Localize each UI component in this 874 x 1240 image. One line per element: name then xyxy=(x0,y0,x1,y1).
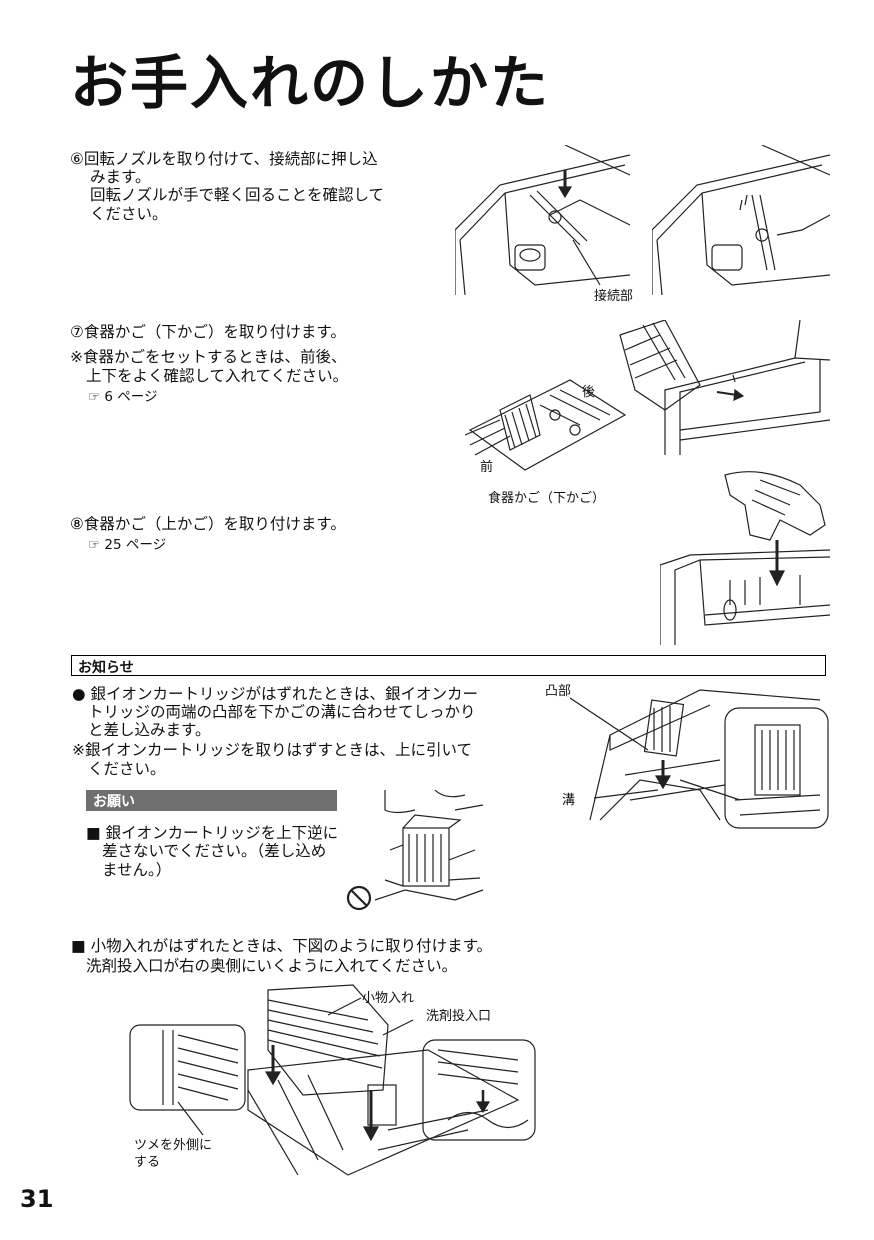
step7-note-line-2: 上下をよく確認して入れてください。 xyxy=(86,367,349,385)
notice-title: お知らせ xyxy=(78,660,134,676)
small-case-line-2: 洗剤投入口が右の奥側にいくように入れてください。 xyxy=(86,957,458,975)
request-header: お願い xyxy=(86,790,337,811)
step8-reference: ☞ 25 ページ xyxy=(88,537,167,553)
label-groove: 溝 xyxy=(562,793,576,808)
label-detergent-inlet: 洗剤投入口 xyxy=(426,1009,492,1024)
nozzle-illustration-1 xyxy=(455,145,630,295)
notice-bullet-line-1: ● 銀イオンカートリッジがはずれたときは、銀イオンカー xyxy=(72,685,478,703)
step7-reference: ☞ 6 ページ xyxy=(88,389,158,405)
label-small-case: 小物入れ xyxy=(362,991,415,1006)
small-case-line-1: ■ 小物入れがはずれたときは、下図のように取り付けます。 xyxy=(71,937,493,955)
request-line-1: ■ 銀イオンカートリッジを上下逆に xyxy=(86,824,339,842)
notice-note-line-2: ください。 xyxy=(88,760,166,778)
request-title: お願い xyxy=(93,794,135,810)
label-claw-line-1: ツメを外側に xyxy=(134,1138,213,1153)
small-case-illustration xyxy=(129,984,536,1176)
request-line-3: ません。） xyxy=(102,861,172,879)
step6-line-4: ください。 xyxy=(90,205,168,223)
upper-basket-illustration xyxy=(660,471,830,645)
step6-line-2: みます。 xyxy=(90,168,151,186)
step7-heading: ⑦食器かご（下かご）を取り付けます。 xyxy=(70,323,346,341)
step7-note-line-1: ※食器かごをセットするときは、前後、 xyxy=(70,348,347,366)
label-connection: 接続部 xyxy=(594,289,634,304)
lower-basket-insert-illustration xyxy=(619,320,830,455)
step6-line-3: 回転ノズルが手で軽く回ることを確認して xyxy=(90,186,385,204)
notice-header: お知らせ xyxy=(71,655,826,676)
lower-basket-illustration xyxy=(464,379,627,471)
label-back: 後 xyxy=(582,385,596,400)
notice-bullet-line-2: トリッジの両端の凸部を下かごの溝に合わせてしっかり xyxy=(88,703,476,721)
nozzle-illustration-2 xyxy=(652,145,830,295)
notice-bullet-line-3: と差し込みます。 xyxy=(88,721,211,739)
notice-note-line-1: ※銀イオンカートリッジを取りはずすときは、上に引いて xyxy=(72,741,473,759)
label-front: 前 xyxy=(480,460,494,475)
request-line-2: 差さないでください。（差し込め xyxy=(102,842,327,860)
page-number: 31 xyxy=(20,1185,54,1213)
label-protrusion: 凸部 xyxy=(545,684,572,699)
page-title: お手入れのしかた xyxy=(70,49,551,117)
prohibited-cartridge-illustration xyxy=(346,790,484,911)
step8-heading: ⑧食器かご（上かご）を取り付けます。 xyxy=(70,515,346,533)
lower-basket-caption: 食器かご（下かご） xyxy=(488,491,606,506)
label-claw-line-2: する xyxy=(134,1155,161,1170)
cartridge-illustration xyxy=(570,689,829,829)
step6-line-1: ⑥回転ノズルを取り付けて、接続部に押し込 xyxy=(70,150,378,168)
